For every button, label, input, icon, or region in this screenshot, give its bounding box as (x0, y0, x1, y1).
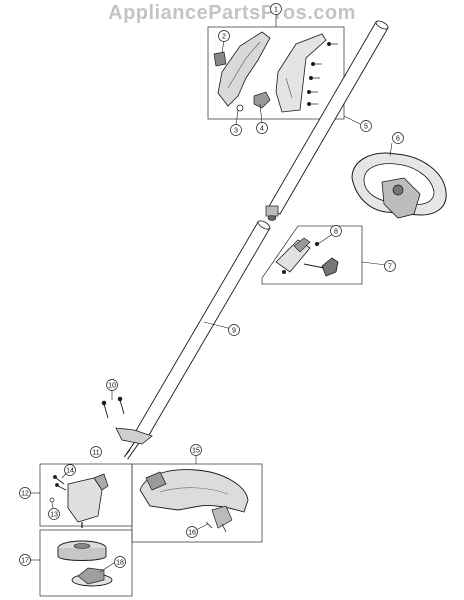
upper-shaft-end (375, 20, 389, 30)
callout-15: 15 (190, 444, 202, 456)
callout-17-label: 17 (21, 558, 29, 565)
callout-8: 8 (330, 225, 342, 237)
coupler-bolt (303, 263, 325, 269)
loop-handle (351, 152, 447, 219)
spool-line (77, 567, 105, 585)
guard-box (131, 463, 263, 543)
callout-14-label: 14 (66, 468, 74, 475)
spool-box (39, 529, 133, 597)
leader-lines (30, 15, 393, 573)
callout-18-label: 18 (116, 560, 124, 567)
callout-16-label: 16 (188, 530, 196, 537)
handle-screws (307, 42, 338, 106)
handle-left-detail (227, 41, 261, 89)
motor-housing-clip (93, 473, 109, 491)
callout-2-label: 2 (222, 34, 226, 41)
callout-11-label: 11 (92, 450, 99, 457)
callout-10: 10 (106, 379, 118, 391)
callout-12-label: 12 (21, 491, 29, 498)
upper-shaft-coupler (265, 205, 279, 217)
coupler-knob (321, 257, 339, 277)
callout-6: 6 (392, 132, 404, 144)
guard-blade-cover (211, 505, 233, 529)
callout-9: 9 (228, 324, 240, 336)
callout-8-label: 8 (334, 229, 338, 236)
callout-7: 7 (384, 260, 396, 272)
callout-3-label: 3 (234, 128, 238, 135)
guard-ridge (159, 487, 229, 495)
callout-14: 14 (64, 464, 76, 476)
coupler-assembly-group (261, 225, 363, 285)
callout-17: 17 (19, 554, 31, 566)
coupler-band (293, 237, 311, 253)
coupler-nut (267, 215, 277, 221)
callout-6-label: 6 (396, 136, 400, 143)
callout-11: 11 (90, 446, 102, 458)
handle-left-half (217, 31, 271, 107)
shaft-bracket (115, 427, 153, 445)
callout-18: 18 (114, 556, 126, 568)
handle-assembly-group (207, 26, 345, 120)
guard-shell (139, 469, 249, 513)
lower-shaft (115, 220, 271, 460)
motor-screws (53, 475, 67, 491)
lock-part (253, 91, 271, 109)
spring-part (236, 104, 244, 112)
trigger-part (213, 51, 227, 67)
callout-16: 16 (186, 526, 198, 538)
callout-10-label: 10 (108, 383, 116, 390)
coupler-nut-dot (315, 242, 319, 246)
callout-5-label: 5 (364, 124, 368, 131)
spool-cap-rim (57, 548, 107, 561)
callout-15-label: 15 (192, 448, 200, 455)
callout-13: 13 (48, 508, 60, 520)
lower-shaft-tube (133, 221, 271, 441)
coupler-assembly-box (261, 225, 363, 285)
callout-5: 5 (360, 120, 372, 132)
loop-handle-knob (392, 184, 404, 196)
guard-mount (145, 471, 167, 491)
callout-4: 4 (256, 122, 268, 134)
coupler-washer (282, 270, 286, 274)
callout-7-label: 7 (388, 264, 392, 271)
motor-washer (49, 497, 55, 503)
callout-4-label: 4 (260, 126, 264, 133)
callout-1-label: 1 (274, 7, 278, 14)
motor-housing-body (67, 477, 103, 523)
callout-2: 2 (218, 30, 230, 42)
handle-right-half (275, 33, 327, 113)
lower-shaft-end (257, 220, 271, 230)
spool-cap-hub (73, 543, 91, 549)
loop-handle-clamp (381, 177, 421, 219)
callout-1: 1 (270, 3, 282, 15)
spool-group (39, 529, 133, 597)
callout-13-label: 13 (50, 512, 58, 519)
callout-12: 12 (19, 487, 31, 499)
callout-3: 3 (230, 124, 242, 136)
callout-9-label: 9 (232, 328, 236, 335)
watermark-text: AppliancePartsPros.com (108, 2, 356, 24)
guard-group (131, 463, 263, 543)
bracket-bolts (101, 396, 125, 419)
handle-right-detail (285, 77, 293, 99)
guard-screws (205, 521, 227, 533)
upper-shaft (265, 20, 389, 221)
